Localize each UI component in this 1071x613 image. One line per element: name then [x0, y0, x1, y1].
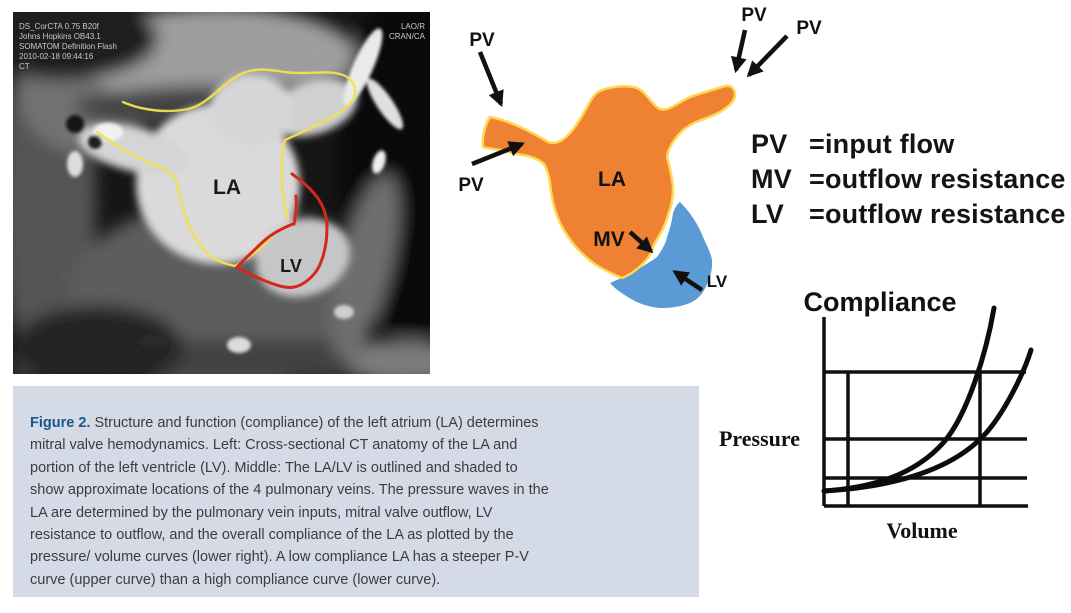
chart-y-label: Pressure — [719, 426, 800, 451]
pv-arrow-left — [471, 141, 525, 167]
high-compliance-curve — [821, 347, 1034, 494]
chart-x-label: Volume — [886, 518, 958, 543]
abbreviation-legend: PV =input flow MV =outflow resistance LV… — [751, 127, 1066, 232]
ct-overlay-orientation: CRAN/CA — [389, 32, 426, 41]
pv-arrow-top-right-1 — [731, 29, 748, 74]
pv-label-left: PV — [458, 175, 484, 196]
pv-arrow-top-right-2 — [746, 34, 789, 78]
ct-overlay-orientation: LAO/R — [401, 22, 425, 31]
ct-overlay-line: Johns Hopkins OB43.1 — [19, 32, 101, 41]
ct-overlay-line: DS_CorCTA 0.75 B20f — [19, 22, 100, 31]
ct-scan-illustration: LA LV DS_CorCTA 0.75 B20f Johns Hopkins … — [13, 12, 430, 374]
ct-scan-image: LA LV DS_CorCTA 0.75 B20f Johns Hopkins … — [13, 12, 430, 374]
legend-abbr: PV — [751, 129, 788, 159]
la-shape — [481, 84, 737, 280]
legend-abbr: LV — [751, 199, 784, 229]
legend-definition: =input flow — [809, 129, 955, 159]
figure-caption-text: Structure and function (compliance) of t… — [30, 415, 549, 588]
figure-caption: Figure 2. Structure and function (compli… — [30, 412, 549, 591]
pv-label-top-right-1: PV — [741, 5, 767, 26]
la-outline — [95, 68, 357, 268]
pv-label-top-right-2: PV — [796, 18, 822, 39]
legend-row-lv: LV =outflow resistance — [751, 197, 1066, 232]
chart-axes-grid — [822, 317, 1028, 508]
ct-overlay-line: 2010-02-18 09:44:16 — [19, 52, 94, 61]
legend-row-pv: PV =input flow — [751, 127, 1066, 162]
legend-definition: =outflow resistance — [809, 164, 1066, 194]
chart-title: Compliance — [803, 287, 956, 317]
ct-overlay-line: SOMATOM Definition Flash — [19, 42, 117, 51]
legend-row-mv: MV =outflow resistance — [751, 162, 1066, 197]
diagram-lv-label: LV — [707, 272, 728, 291]
lv-outline — [235, 172, 329, 289]
legend-definition: =outflow resistance — [809, 199, 1066, 229]
la-lv-schematic-diagram: PV PV PV PV LA MV LV — [458, 5, 822, 308]
legend-abbr: MV — [751, 164, 792, 194]
diagram-la-label: LA — [598, 168, 626, 191]
lv-arrow — [672, 270, 704, 292]
compliance-pv-chart: Compliance Pressure Volume — [719, 287, 1034, 543]
ct-overlay-text: DS_CorCTA 0.75 B20f Johns Hopkins OB43.1… — [19, 22, 426, 71]
ct-la-label: LA — [213, 176, 241, 199]
figure-caption-box: Figure 2. Structure and function (compli… — [13, 386, 699, 597]
mv-arrow — [628, 230, 654, 254]
diagram-mv-label: MV — [593, 228, 625, 251]
figure-caption-label: Figure 2. — [30, 415, 91, 431]
flow-arrows — [471, 29, 789, 292]
ct-overlay-line: CT — [19, 62, 30, 71]
ct-lv-label: LV — [280, 256, 302, 276]
pv-label-top-left: PV — [469, 30, 495, 51]
pv-arrow-top-left — [477, 51, 504, 107]
